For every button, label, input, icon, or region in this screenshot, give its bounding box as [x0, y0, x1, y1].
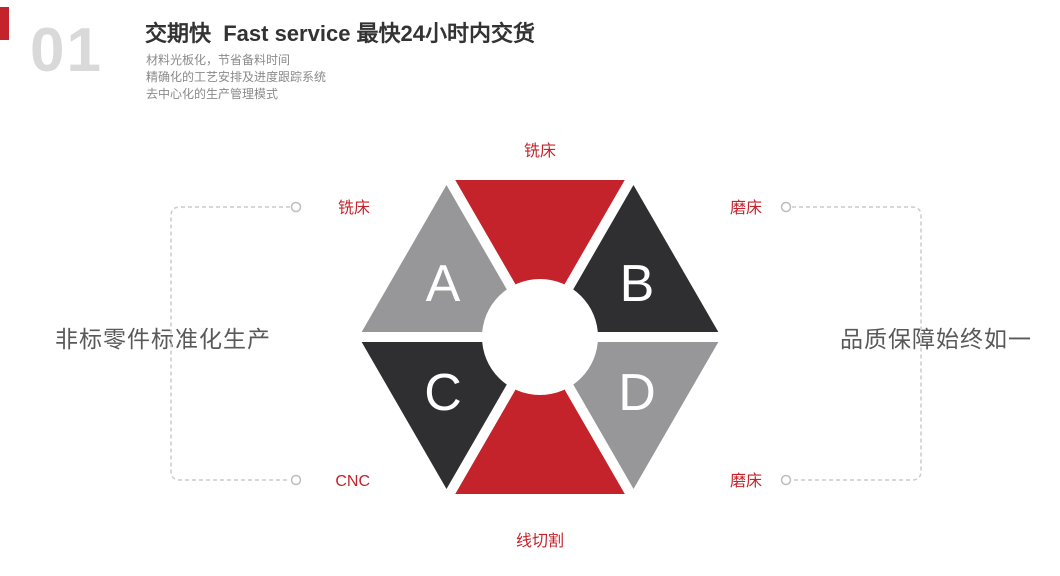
label-left-bottom: CNC	[335, 473, 370, 490]
letter-a: A	[426, 255, 461, 313]
section-title: 交期快 Fast service 最快24小时内交货	[145, 21, 536, 46]
section-subtext: 材料光板化，节省备料时间 精确化的工艺安排及进度跟踪系统 去中心化的生产管理模式	[146, 52, 326, 103]
subtext-line: 精确化的工艺安排及进度跟踪系统	[146, 70, 327, 84]
label-bottom: 线切割	[516, 532, 564, 550]
triangle-upper-left-a	[348, 170, 545, 342]
label-top: 铣床	[524, 142, 556, 160]
letter-c: C	[424, 364, 462, 422]
connector-dot-icon	[290, 201, 302, 213]
subtext-line: 去中心化的生产管理模式	[146, 87, 279, 101]
connector-dot-icon	[780, 201, 792, 213]
center-circle	[482, 279, 598, 395]
connector-dot-icon	[290, 474, 302, 486]
right-phrase: 品质保障始终如一	[840, 326, 1032, 352]
accent-bar	[0, 7, 9, 40]
right-connector-line	[792, 206, 922, 481]
letter-b: B	[620, 255, 655, 313]
letter-d: D	[618, 364, 656, 422]
label-right-bottom: 磨床	[730, 472, 762, 490]
label-right-top: 磨床	[730, 199, 762, 217]
label-left-top: 铣床	[338, 199, 370, 217]
left-connector-line	[170, 206, 290, 481]
left-phrase: 非标零件标准化生产	[55, 326, 271, 352]
connector-dot-icon	[780, 474, 792, 486]
section-number: 01	[30, 16, 103, 85]
subtext-line: 材料光板化，节省备料时间	[146, 53, 291, 67]
